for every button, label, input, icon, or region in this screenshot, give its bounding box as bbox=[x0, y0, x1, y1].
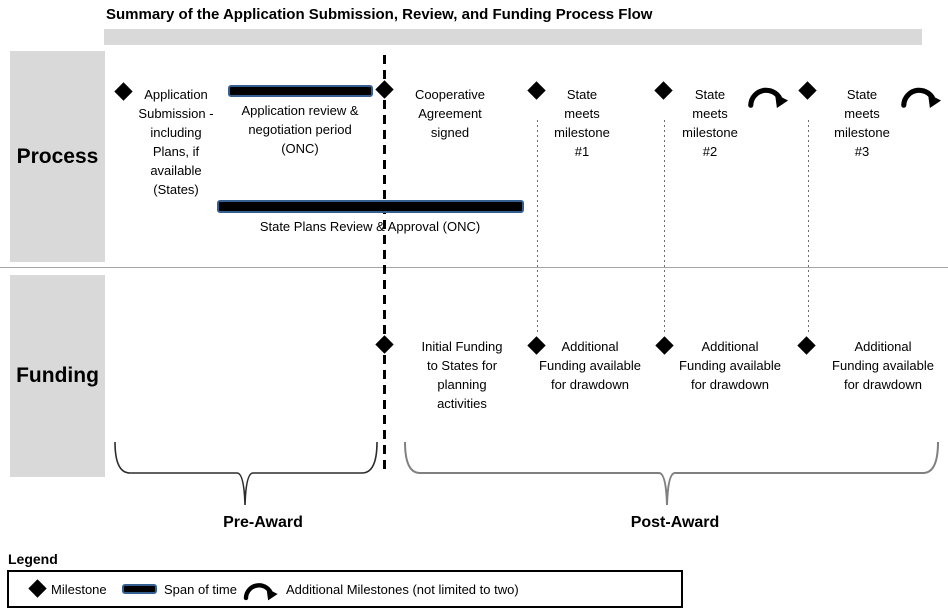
funding-label: Additional Funding available for drawdow… bbox=[679, 339, 781, 392]
span-label: Application review & negotiation period … bbox=[241, 103, 359, 156]
phase-braces bbox=[114, 441, 939, 506]
award-dashed-divider bbox=[383, 55, 386, 470]
additional-milestones-arrow-icon bbox=[901, 87, 942, 108]
legend-additional-label: Additional Milestones (not limited to tw… bbox=[286, 582, 519, 597]
funding-label: Additional Funding available for drawdow… bbox=[832, 339, 934, 392]
milestone2-dotted-line bbox=[664, 120, 665, 333]
pre-award-brace bbox=[114, 441, 378, 506]
funding-row-panel: Funding bbox=[10, 275, 105, 477]
milestone-label: Application Submission - including Plans… bbox=[138, 87, 214, 197]
legend-box: Milestone Span of time Additional Milest… bbox=[7, 570, 683, 608]
milestone-diamond-icon bbox=[797, 336, 816, 355]
milestone-diamond-icon bbox=[28, 579, 47, 598]
row-divider-line bbox=[0, 267, 948, 268]
legend-heading: Legend bbox=[8, 551, 58, 567]
additional-milestones-arrow-icon bbox=[748, 87, 789, 108]
process-row-label: Process bbox=[16, 144, 99, 168]
span-of-time-bar bbox=[122, 584, 157, 594]
span-of-time-bar bbox=[217, 200, 524, 213]
milestone-label: Cooperative Agreement signed bbox=[414, 87, 486, 140]
page-title: Summary of the Application Submission, R… bbox=[106, 6, 653, 23]
milestone-label: State meets milestone #2 bbox=[682, 87, 738, 159]
funding-label: Initial Funding to States for planning a… bbox=[421, 339, 503, 411]
milestone-diamond-icon bbox=[798, 81, 817, 100]
pre-award-label: Pre-Award bbox=[223, 514, 303, 531]
milestone-diamond-icon bbox=[375, 80, 394, 99]
milestone-label: State meets milestone #3 bbox=[834, 87, 890, 159]
post-award-brace bbox=[404, 441, 939, 506]
legend-milestone-label: Milestone bbox=[51, 582, 107, 597]
span-of-time-bar bbox=[228, 85, 373, 97]
legend-span-label: Span of time bbox=[164, 582, 237, 597]
span-label: State Plans Review & Approval (ONC) bbox=[259, 219, 481, 234]
post-award-label: Post-Award bbox=[630, 514, 720, 531]
milestone-diamond-icon bbox=[375, 335, 394, 354]
milestone-label: State meets milestone #1 bbox=[554, 87, 610, 159]
funding-row-label: Funding bbox=[16, 364, 99, 387]
milestone1-dotted-line bbox=[537, 120, 538, 333]
additional-milestones-arrow-icon bbox=[243, 583, 278, 601]
funding-label: Additional Funding available for drawdow… bbox=[539, 339, 641, 392]
process-row-panel: Process bbox=[10, 51, 105, 262]
milestone3-dotted-line bbox=[808, 120, 809, 333]
timeline-header-bar bbox=[104, 29, 922, 45]
